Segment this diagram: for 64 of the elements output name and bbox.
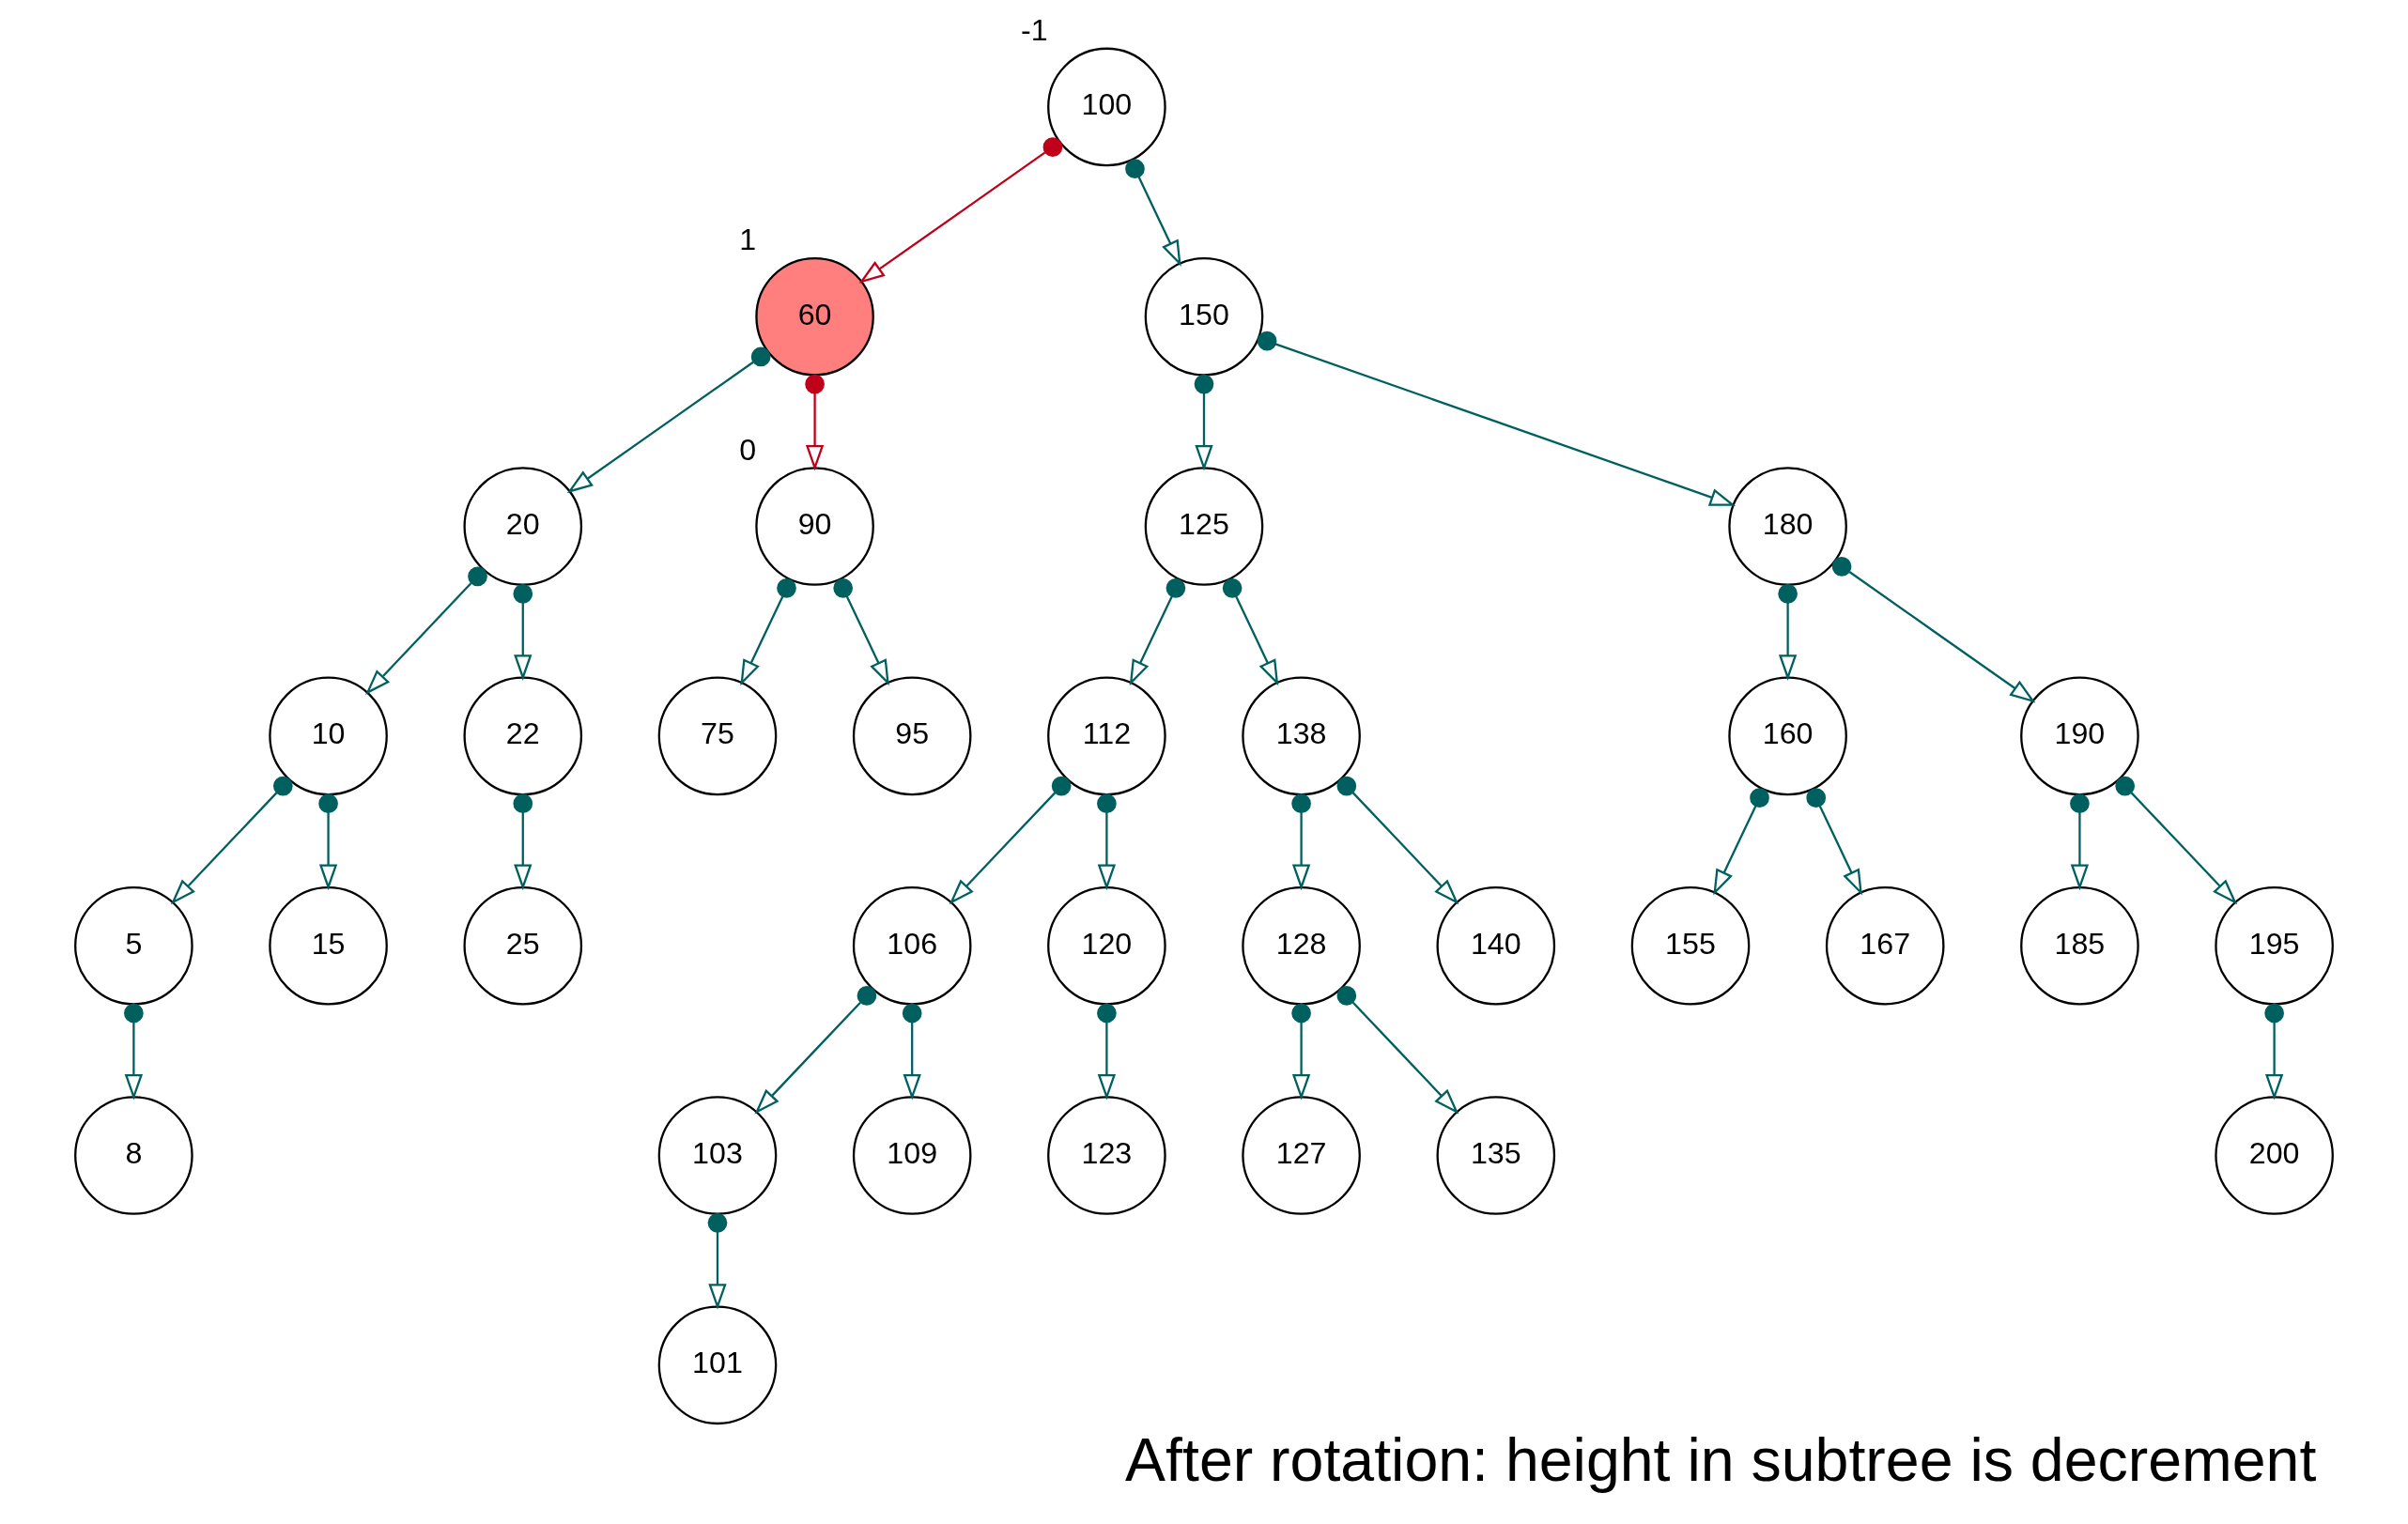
node-circle: 25 <box>463 885 583 1006</box>
node-circle: 123 <box>1047 1096 1166 1215</box>
node-circle: 200 <box>2215 1096 2334 1215</box>
node-circle: 100 <box>1047 47 1166 167</box>
node-circle: 90 <box>755 467 874 586</box>
node-circle: 135 <box>1436 1096 1556 1215</box>
arrow <box>318 793 338 891</box>
node-circle: 150 <box>1144 256 1264 377</box>
arrow <box>1222 578 1279 686</box>
node-circle: 103 <box>657 1096 778 1215</box>
arrow <box>1194 374 1214 471</box>
arrow <box>1291 1003 1311 1101</box>
arrow <box>858 137 1063 284</box>
node-circle: 160 <box>1728 676 1847 796</box>
arrow <box>1125 159 1181 267</box>
arrow <box>124 1003 144 1101</box>
arrow <box>1129 578 1186 686</box>
node-circle: 8 <box>74 1096 193 1215</box>
node-circle: 75 <box>657 676 778 796</box>
caption: After rotation: height in subtree is decrement <box>1125 1425 2317 1494</box>
node-circle: 95 <box>852 676 972 796</box>
arrow <box>566 346 771 494</box>
arrow <box>740 578 796 686</box>
node-circle: 180 <box>1728 467 1847 586</box>
arrow <box>805 374 825 471</box>
node-circle: 185 <box>2020 885 2139 1006</box>
arrow <box>949 776 1072 905</box>
arrow <box>1806 788 1862 896</box>
arrow <box>1257 331 1737 506</box>
arrow <box>1778 584 1798 681</box>
arrow <box>1831 556 2036 703</box>
node-circle: 125 <box>1144 467 1264 586</box>
node-circle: 22 <box>463 676 583 796</box>
arrow <box>1713 788 1769 896</box>
node-circle: 127 <box>1242 1096 1361 1215</box>
node-circle: 15 <box>269 885 388 1006</box>
node-circle: 60 <box>755 256 874 377</box>
arrow <box>707 1213 728 1310</box>
arrow <box>170 776 293 905</box>
arrow <box>1336 776 1459 905</box>
arrow <box>902 1003 922 1101</box>
node-label: 0 <box>739 432 757 467</box>
arrow <box>2264 1003 2284 1101</box>
arrow <box>365 566 487 695</box>
arrow <box>2070 793 2090 891</box>
arrow <box>833 578 889 686</box>
arrow <box>1097 1003 1117 1101</box>
arrow <box>1097 793 1117 891</box>
node-circle: 140 <box>1436 885 1556 1006</box>
node-circle: 155 <box>1630 885 1751 1006</box>
arrow <box>1291 793 1311 891</box>
arrow <box>754 986 877 1115</box>
node-circle: 101 <box>657 1305 778 1425</box>
node-circle: 167 <box>1825 885 1945 1006</box>
node-label: 1 <box>739 223 757 257</box>
arrow <box>513 584 533 681</box>
arrow <box>513 793 533 891</box>
node-circle: 109 <box>852 1096 972 1215</box>
node-circle: 195 <box>2215 885 2334 1006</box>
node-circle: 120 <box>1047 885 1166 1006</box>
node-label: -1 <box>1020 13 1048 47</box>
arrow <box>1336 986 1459 1115</box>
node-circle: 5 <box>74 885 193 1006</box>
arrow <box>2115 776 2238 905</box>
